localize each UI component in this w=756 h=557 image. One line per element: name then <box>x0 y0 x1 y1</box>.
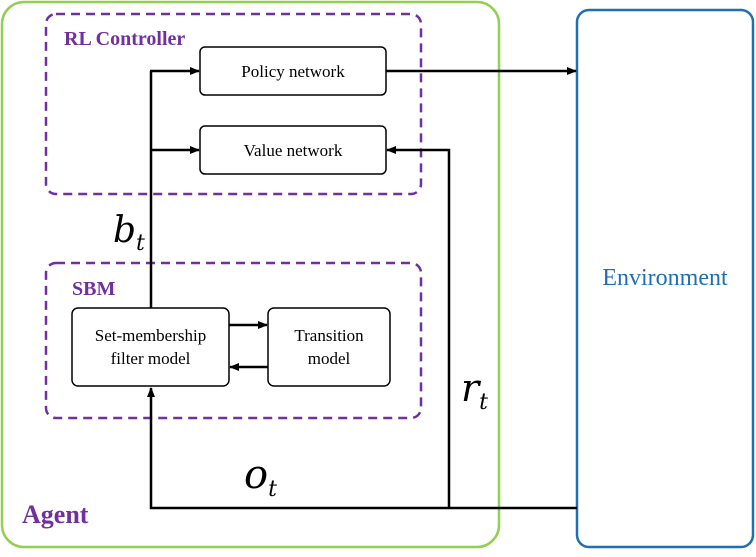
policy-network-label: Policy network <box>241 61 345 81</box>
agent-box <box>0 0 501 549</box>
agent-label: Agent <box>22 500 89 529</box>
belief-subscript: t <box>136 231 145 256</box>
belief-symbol: b <box>113 210 137 251</box>
transition-model-label: Transition model <box>294 326 364 368</box>
transition-model-box <box>267 307 391 387</box>
rl-controller-group <box>44 12 423 196</box>
observation-label: ot <box>244 452 277 502</box>
observation-symbol: o <box>244 452 269 498</box>
rl-controller-title: RL Controller <box>64 28 186 50</box>
reward-line <box>386 146 451 508</box>
reward-subscript: t <box>479 390 489 415</box>
sbm-group <box>44 261 423 420</box>
environment-box <box>575 8 755 549</box>
filter-model-label: Set-membership filter model <box>94 326 207 368</box>
sbm-title: SBM <box>72 278 116 300</box>
reward-label: rt <box>461 366 488 415</box>
value-network-label: Value network <box>243 140 343 160</box>
reward-symbol: r <box>461 366 480 410</box>
environment-label: Environment <box>602 265 728 291</box>
observation-line <box>147 387 577 510</box>
belief-label: bt <box>113 210 145 256</box>
observation-subscript: t <box>268 477 277 502</box>
